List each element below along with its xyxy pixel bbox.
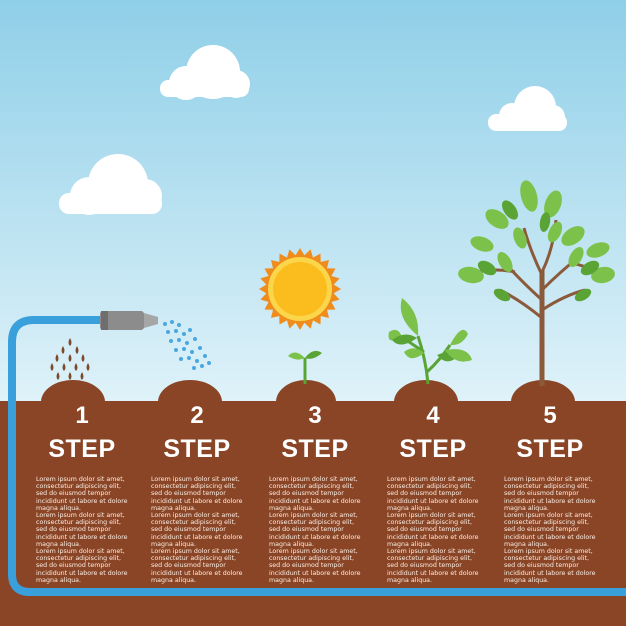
seed-drops-icon — [50, 338, 90, 380]
nozzle-icon — [100, 311, 158, 330]
step-number: 4 — [426, 402, 440, 429]
step-1: 1 STEP Lorem ipsum dolor sit amet, conse… — [34, 402, 130, 584]
step-label: STEP — [399, 435, 467, 463]
step-number: 3 — [308, 402, 322, 429]
sun-icon — [259, 248, 341, 330]
water-drops-icon — [163, 320, 211, 370]
step-description: Lorem ipsum dolor sit amet, consectetur … — [387, 476, 479, 584]
step-number: 2 — [190, 402, 204, 429]
step-3: 3 STEP Lorem ipsum dolor sit amet, conse… — [267, 402, 363, 584]
soil-mounds — [41, 380, 575, 424]
step-number: 1 — [75, 402, 89, 429]
step-4: 4 STEP Lorem ipsum dolor sit amet, conse… — [385, 402, 481, 584]
step-label: STEP — [163, 435, 231, 463]
step-5: 5 STEP Lorem ipsum dolor sit amet, conse… — [502, 402, 598, 584]
step-description: Lorem ipsum dolor sit amet, consectetur … — [36, 476, 128, 584]
step-2: 2 STEP Lorem ipsum dolor sit amet, conse… — [149, 402, 245, 584]
young-plant-icon — [388, 298, 472, 385]
hose-icon — [8, 316, 626, 596]
cloud-icon — [59, 154, 162, 215]
tree-icon — [458, 180, 615, 386]
cloud-icon — [488, 86, 567, 131]
step-number: 5 — [543, 402, 557, 429]
step-label: STEP — [516, 435, 584, 463]
sprout-icon — [288, 350, 322, 384]
step-label: STEP — [48, 435, 116, 463]
step-description: Lorem ipsum dolor sit amet, consectetur … — [504, 476, 596, 584]
step-description: Lorem ipsum dolor sit amet, consectetur … — [269, 476, 361, 584]
step-description: Lorem ipsum dolor sit amet, consectetur … — [151, 476, 243, 584]
cloud-icon — [160, 45, 250, 100]
step-label: STEP — [281, 435, 349, 463]
